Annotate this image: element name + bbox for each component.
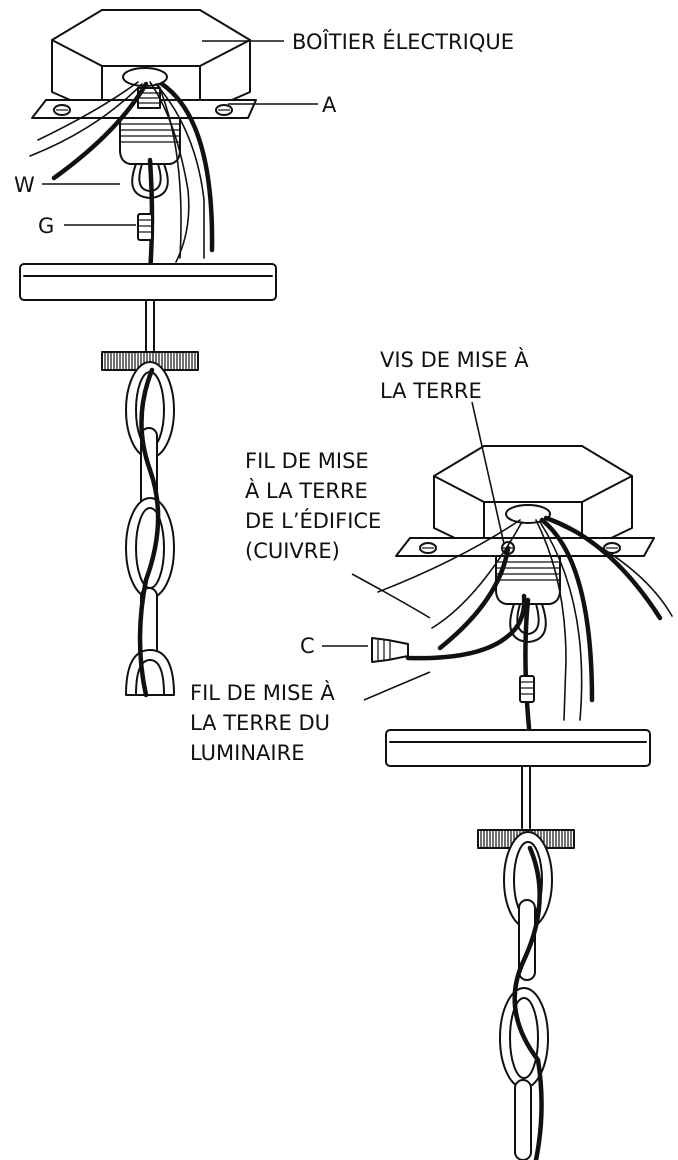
house-wires-left (29, 81, 215, 263)
ground-connector-g (137, 213, 153, 241)
electrical-box-left (51, 9, 251, 115)
label-building-ground-4: (CUIVRE) (245, 539, 340, 563)
mounting-strap-right (395, 537, 655, 557)
label-building-ground-2: À LA TERRE (245, 478, 368, 503)
electrical-box-right (433, 445, 633, 553)
fixture-wire-upper-right (523, 597, 533, 741)
label-part-a: A (322, 93, 337, 117)
canopy-left (19, 263, 277, 301)
wire-nut-c (371, 637, 409, 663)
chain-right (499, 831, 553, 1160)
leader-lines (42, 40, 505, 701)
label-grounding-screw-1: VIS DE MISE À (380, 347, 529, 372)
label-part-w: W (14, 173, 35, 197)
right-assembly (371, 445, 673, 1160)
fixture-wire-chain-right (512, 845, 544, 1160)
label-part-c: C (300, 634, 315, 658)
label-fixture-ground-3: LUMINAIRE (190, 741, 304, 765)
label-building-ground-1: FIL DE MISE (245, 449, 369, 473)
house-wires-right (377, 515, 673, 721)
label-electrical-box: BOÎTIER ÉLECTRIQUE (292, 29, 514, 54)
left-assembly (19, 9, 277, 698)
label-grounding-screw-2: LA TERRE (380, 379, 482, 403)
fixture-ground-wire (405, 593, 527, 661)
label-fixture-ground-1: FIL DE MISE À (190, 680, 335, 705)
canopy-right (385, 729, 651, 767)
label-fixture-ground-2: LA TERRE DU (190, 711, 330, 735)
knurled-nut-left (101, 351, 199, 371)
canopy-collar-right (495, 555, 561, 643)
fixture-wire-chain-left (137, 367, 161, 698)
labels: BOÎTIER ÉLECTRIQUE A W G VIS DE MISE À L… (14, 29, 529, 765)
label-building-ground-3: DE L’ÉDIFICE (245, 508, 381, 533)
chain-left (125, 361, 175, 696)
label-part-g: G (38, 214, 54, 238)
ground-connector-right (519, 675, 535, 703)
canopy-collar-left (119, 117, 181, 199)
